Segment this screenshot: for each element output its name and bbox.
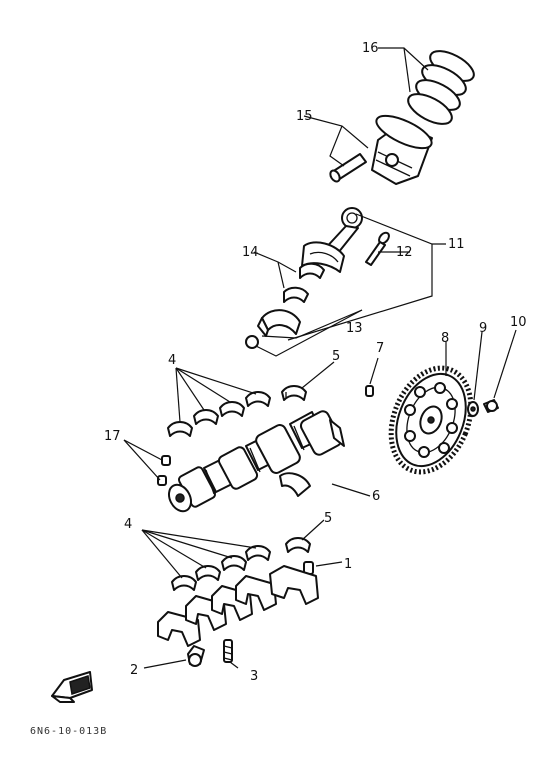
main-bearing-cap-5 [269,565,319,605]
figure-code: 6N6-10-013B [30,726,107,737]
leader-lines [123,47,517,669]
thrust-bearing-lower [285,537,311,553]
callout-14: 14 [242,245,259,260]
callout-4-lower: 4 [124,517,132,532]
rod-cap [245,309,301,349]
callout-6: 6 [372,489,380,504]
flywheel-washer [467,401,479,417]
callout-16: 16 [362,41,379,56]
callout-3: 3 [250,669,258,684]
rod-bearing-lower [283,286,309,303]
callout-15: 15 [296,109,313,124]
callout-7: 7 [376,341,384,356]
main-bearing-upper-3 [219,401,245,417]
main-bearing-lower-3 [221,555,247,571]
callout-13: 13 [346,321,363,336]
crankshaft [167,410,345,513]
front-direction-arrow-icon [51,671,93,703]
callout-5-lower: 5 [324,511,332,526]
flywheel-bolt [483,399,499,413]
main-bearing-cap-4 [235,575,277,611]
piston [371,114,433,185]
callout-17: 17 [104,429,121,444]
main-cap-stud [223,639,233,663]
callout-8: 8 [441,331,449,346]
main-cap-bolt [187,645,205,667]
flywheel [388,365,474,475]
main-bearing-lower-2 [195,565,221,581]
main-bearing-lower-1 [171,575,197,591]
callout-2: 2 [130,663,138,678]
callout-4-upper: 4 [168,353,176,368]
callout-5-upper: 5 [332,349,340,364]
callout-9: 9 [479,321,487,336]
flywheel-dowel [365,385,374,397]
callout-12: 12 [396,245,413,260]
main-bearing-upper-4 [245,391,271,407]
main-bearing-upper-1 [167,421,193,437]
callout-11: 11 [448,237,465,252]
rod-bolt [365,231,390,266]
main-bearing-upper-2 [193,409,219,425]
rod-bearing-upper [299,262,325,279]
piston-rings [407,50,475,125]
main-bearing-lower-4 [245,545,271,561]
connecting-rod [301,207,363,273]
crank-dowel-pins [157,455,171,486]
thrust-bearing-upper [281,385,307,401]
piston-pin [329,153,367,183]
callout-1: 1 [344,557,352,572]
callout-10: 10 [510,315,527,330]
